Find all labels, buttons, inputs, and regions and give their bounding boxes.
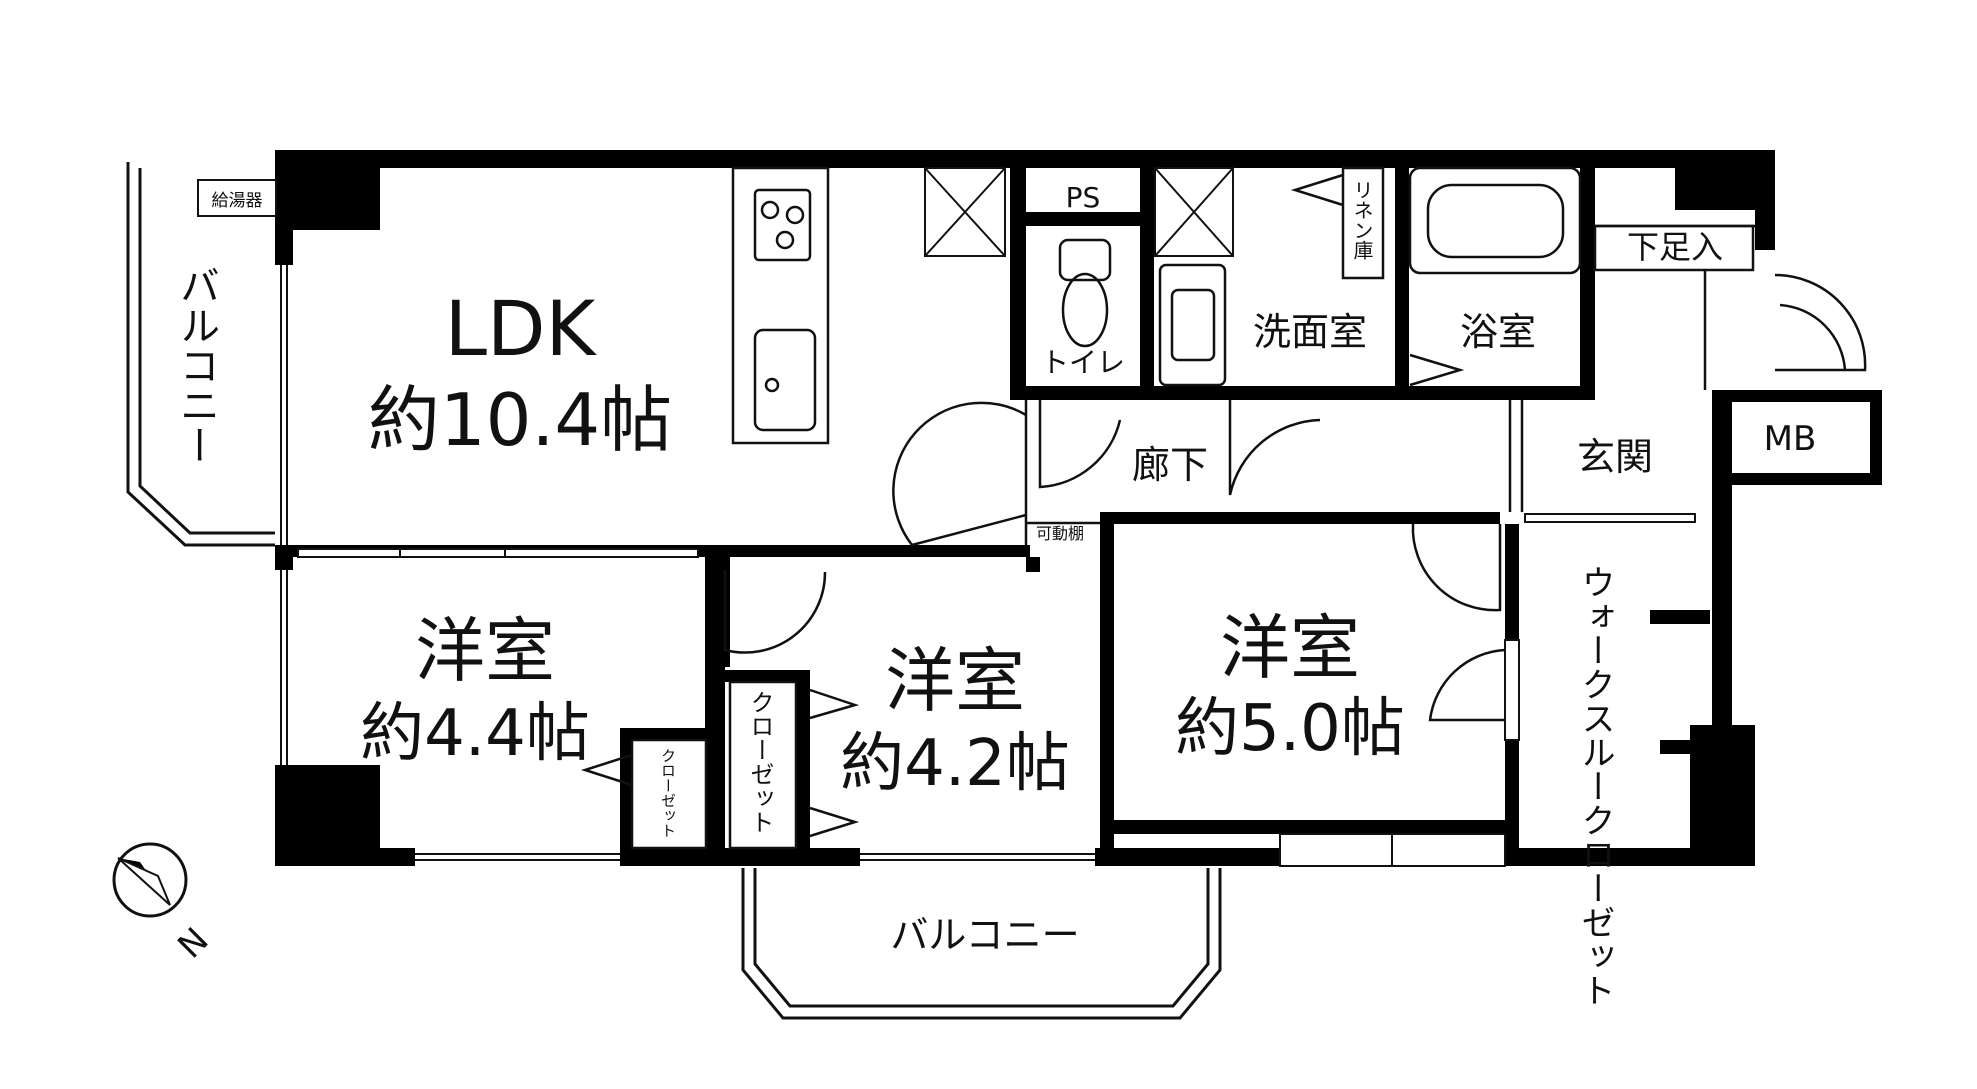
ldk-size: 約10.4帖 — [368, 378, 672, 462]
linen-storage-label: リネン庫 — [1350, 180, 1374, 260]
ldk-name: LDK — [445, 284, 598, 373]
bathtub-fixture — [1408, 166, 1582, 275]
western-room-3-size: 約5.0帖 — [1175, 692, 1405, 766]
adjustable-shelf-label: 可動棚 — [1036, 524, 1084, 543]
water-heater-label: 給湯器 — [212, 191, 263, 211]
windows — [275, 265, 1506, 867]
pipe-space-label: PS — [1066, 181, 1101, 214]
western-room-2-name: 洋室 — [885, 640, 1025, 722]
closet-label: クローゼット — [746, 690, 774, 834]
door-swings — [723, 273, 1867, 722]
bathroom-label: 浴室 — [1460, 310, 1536, 354]
compass — [112, 842, 188, 918]
west-balcony — [126, 162, 275, 547]
toilet-label: トイレ — [1041, 346, 1125, 379]
west-balcony-label: バルコニー — [173, 265, 219, 465]
partition-lines — [1024, 224, 1755, 545]
water-heater-box — [197, 179, 277, 217]
south-balcony-label: バルコニー — [890, 913, 1079, 957]
sliding-doors — [297, 513, 1696, 741]
compass-north-label: N — [170, 920, 216, 966]
western-room-1-name: 洋室 — [415, 610, 555, 692]
south-balcony — [741, 868, 1222, 1020]
kitchen-counter — [731, 166, 830, 445]
closet-small-label: クローゼット — [659, 748, 677, 838]
walk-through-closet-label: ウォークスルークローゼット — [1575, 565, 1615, 1007]
appliance-spaces — [924, 167, 1234, 257]
western-room-3-name: 洋室 — [1220, 607, 1360, 689]
shoe-storage-label: 下足入 — [1627, 228, 1723, 266]
toilet-fixture — [1058, 238, 1112, 348]
walls — [275, 150, 1882, 866]
washbasin-fixture — [1158, 263, 1227, 387]
western-room-2-size: 約4.2帖 — [840, 727, 1070, 801]
western-room-1-size: 約4.4帖 — [360, 697, 590, 771]
entrance-label: 玄関 — [1577, 435, 1653, 479]
closets — [580, 166, 1465, 850]
meter-box-label: MB — [1764, 419, 1817, 459]
washroom-label: 洗面室 — [1253, 310, 1367, 354]
hallway-label: 廊下 — [1132, 443, 1208, 487]
